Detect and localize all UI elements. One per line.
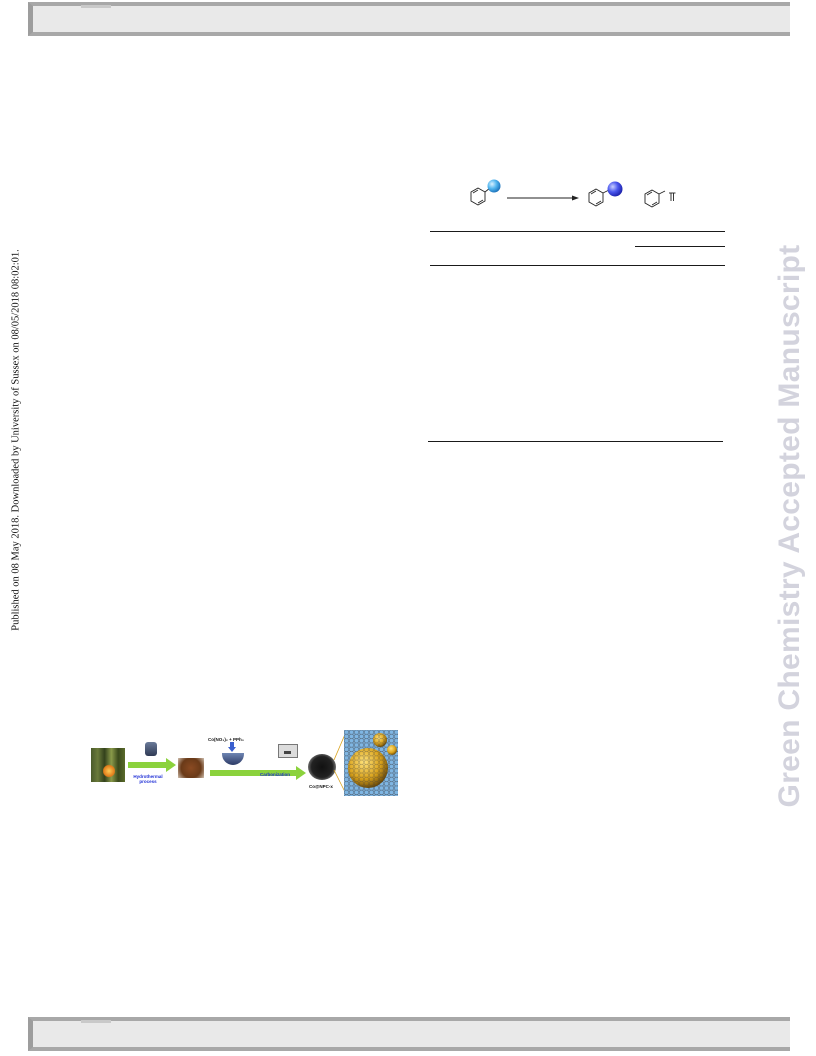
table-spanner-rule	[635, 246, 725, 247]
table-header-rule	[430, 265, 725, 266]
graphical-abstract: Hydrothermal process Co(NO₃)₂ + PPh₃ Car…	[88, 730, 400, 796]
product-label: Co@NPC-x	[309, 784, 333, 789]
table-top-rule	[430, 231, 725, 232]
autoclave-icon	[145, 742, 157, 756]
carbonization-label: Carbonization	[260, 772, 290, 777]
co-npc-powder-photo	[308, 754, 336, 780]
mortar-icon	[222, 753, 244, 765]
reactant-structure	[470, 179, 501, 206]
footer-bar	[28, 1017, 790, 1051]
process-arrow-2	[210, 766, 306, 780]
footer-bar-tab	[81, 1020, 111, 1023]
byproduct-structure	[644, 189, 676, 208]
header-bar	[28, 2, 790, 36]
down-arrow-icon	[228, 742, 236, 752]
header-bar-tab	[81, 5, 111, 8]
biomass-photo	[91, 748, 125, 782]
accepted-manuscript-watermark: Green Chemistry Accepted Manuscript	[773, 244, 806, 808]
publication-notice: Published on 08 May 2018. Downloaded by …	[10, 249, 22, 631]
product-sphere-icon	[607, 181, 623, 197]
reaction-scheme	[470, 179, 676, 208]
reaction-arrow	[507, 195, 579, 201]
reagents-label: Co(NO₃)₂ + PPh₃	[208, 737, 244, 742]
hydrothermal-label: Hydrothermal process	[133, 774, 163, 784]
product-structure	[588, 181, 623, 207]
furnace-icon	[278, 744, 298, 758]
table-bottom-rule	[428, 441, 723, 442]
nanosphere-render	[344, 730, 398, 796]
process-arrow-1	[128, 758, 176, 772]
hydrochar-powder-photo	[178, 758, 204, 778]
reactant-sphere-icon	[487, 179, 501, 193]
